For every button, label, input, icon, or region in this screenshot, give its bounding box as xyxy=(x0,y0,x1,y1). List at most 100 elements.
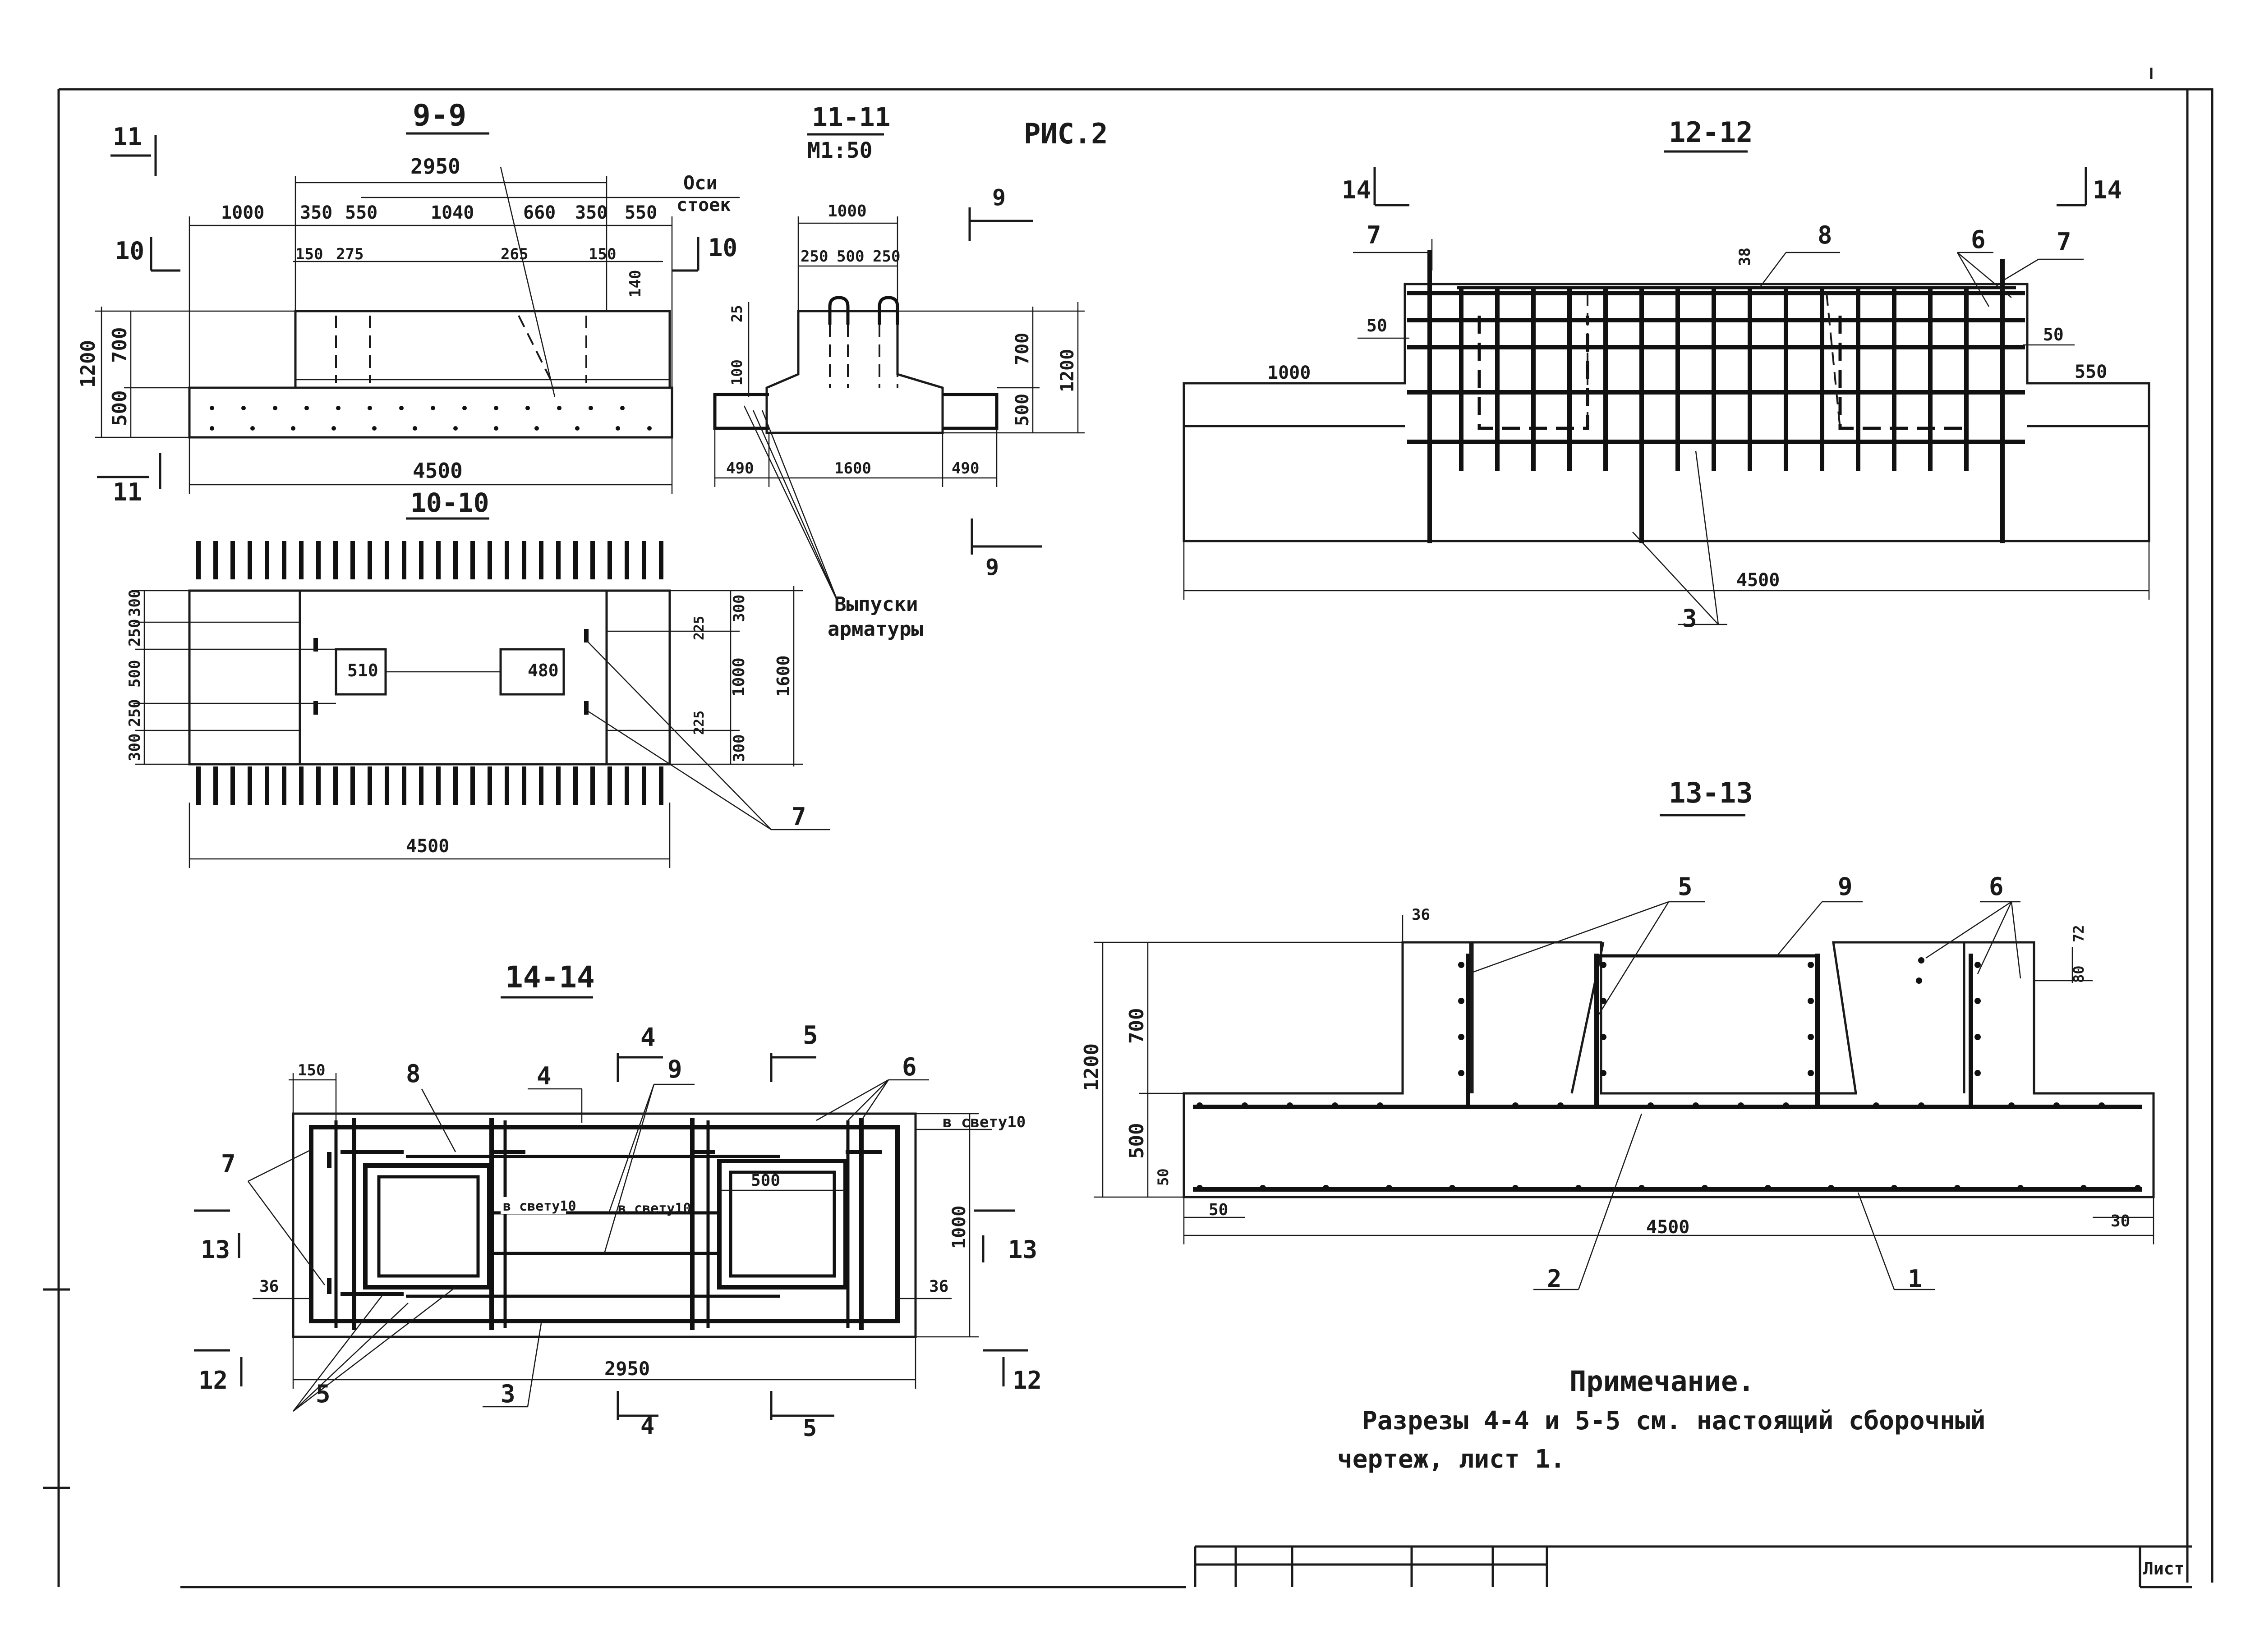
bottom-bars xyxy=(210,406,652,431)
title-block: Лист xyxy=(180,1545,2192,1588)
small-dim: 275 xyxy=(336,245,364,263)
small-dim: 30 xyxy=(2111,1212,2130,1230)
small-dim: 150 xyxy=(298,1061,325,1079)
chain-dim: 550 xyxy=(625,202,657,223)
left-dim: 500 xyxy=(126,660,144,688)
callout: 4 xyxy=(537,1062,552,1090)
height-dim: 1000 xyxy=(949,1206,970,1249)
callout: 3 xyxy=(501,1380,515,1408)
callout: 6 xyxy=(1971,225,1986,254)
cut-mark-label: 11 xyxy=(113,478,142,506)
section-14-14: 14-14 4 5 4 5 150 8 4 9 xyxy=(194,960,1042,1442)
chain-dim: 250 xyxy=(873,248,900,266)
cut-mark-label: 10 xyxy=(708,234,737,262)
note-heading: Примечание. xyxy=(1569,1365,1755,1398)
opening-dim: 480 xyxy=(528,661,559,680)
small-dim: 50 xyxy=(1367,316,1387,335)
chain-dim: 660 xyxy=(523,202,556,223)
small-dim: 150 xyxy=(295,245,323,263)
right-dim: 1000 xyxy=(730,657,748,697)
left-small: 25 xyxy=(728,305,746,322)
bottom-dim: 1600 xyxy=(834,459,871,477)
outlets-bottom xyxy=(196,766,663,805)
opening-dim: 510 xyxy=(347,661,378,680)
section-13-13: 13-13 xyxy=(1080,776,2155,1293)
callout: 1 xyxy=(1908,1265,1923,1293)
left-dim: 250 xyxy=(126,699,144,727)
small-dim: 50 xyxy=(1155,1168,1172,1186)
axes-label-2: стоек xyxy=(676,195,731,216)
left-small: 100 xyxy=(728,359,746,385)
small-dim: 265 xyxy=(501,245,528,263)
left-dim: 300 xyxy=(126,734,144,761)
plan-rebar xyxy=(309,1118,900,1330)
dim-top-1000: 1000 xyxy=(828,202,867,220)
cut-mark: 4 xyxy=(640,1413,654,1440)
cut-mark: 5 xyxy=(803,1415,817,1442)
chain-dim: 550 xyxy=(345,202,377,223)
clear-dim-right: в свету10 xyxy=(943,1113,1026,1131)
right-dim: 300 xyxy=(730,595,748,622)
bottom-dim: 490 xyxy=(726,459,754,477)
chain-dim: 1040 xyxy=(431,202,474,223)
section-title: 9-9 xyxy=(413,98,466,133)
small-dim: 50 xyxy=(1209,1201,1228,1219)
cut-mark-label: 10 xyxy=(115,237,144,265)
dim-bottom-4500: 4500 xyxy=(406,836,449,857)
section-title: 14-14 xyxy=(505,960,595,995)
chain-dim: 500 xyxy=(837,248,864,266)
height-total: 1600 xyxy=(773,655,793,697)
bottom-dim: 490 xyxy=(952,459,979,477)
rebar-note-2: арматуры xyxy=(828,618,923,641)
callout-3: 3 xyxy=(1682,604,1697,633)
dim-bottom-4500: 4500 xyxy=(1646,1217,1689,1238)
cut-mark-label: 9 xyxy=(985,554,999,580)
figure-label: РИС.2 xyxy=(1024,117,1108,150)
left-dim: 300 xyxy=(126,589,144,617)
dim-bottom-4500: 4500 xyxy=(413,459,463,483)
clear-dim: в свету10 xyxy=(503,1198,576,1214)
small-dim: 38 xyxy=(1736,248,1754,266)
side-mark: 12 xyxy=(1012,1366,1042,1395)
height-total: 1200 xyxy=(1080,1043,1103,1091)
small-dim: 140 xyxy=(626,270,644,298)
small-dim: 36 xyxy=(929,1277,948,1296)
small-dim: 36 xyxy=(259,1277,279,1296)
right-small: 225 xyxy=(691,711,707,735)
callout: 6 xyxy=(1989,872,2004,901)
cut-mark-label: 11 xyxy=(113,123,142,151)
rebar-note-1: Выпуски xyxy=(834,593,918,616)
height-500: 500 xyxy=(1125,1123,1148,1159)
height-700: 700 xyxy=(108,327,131,363)
small-dim: 80 xyxy=(2070,965,2087,983)
section-9-9: 9-9 11 11 10 10 xyxy=(77,98,740,506)
section-title: 11-11 xyxy=(812,102,891,133)
section-10-10: 10-10 510 480 300 250 500 250 300 xyxy=(126,487,830,868)
chain-dim: 1000 xyxy=(221,202,264,223)
dim-top-2950: 2950 xyxy=(410,154,460,179)
axes-label-1: Оси xyxy=(683,172,718,194)
small-dim: 36 xyxy=(1412,906,1430,924)
section-title: 13-13 xyxy=(1669,776,1753,809)
callout: 7 xyxy=(221,1150,236,1178)
callout: 8 xyxy=(406,1060,421,1088)
section-title: 12-12 xyxy=(1669,116,1753,149)
callout: 7 xyxy=(1367,221,1381,249)
note-line-2: чертеж, лист 1. xyxy=(1337,1445,1565,1474)
small-dim: 150 xyxy=(589,245,616,263)
section-11-11: 11-11 М1:50 1000 250 500 250 25 100 700 … xyxy=(713,102,1085,641)
small-dim: 72 xyxy=(2070,925,2087,942)
sheet-frame xyxy=(43,68,2214,1587)
small-dim: 50 xyxy=(2043,325,2064,344)
side-mark: 13 xyxy=(201,1235,230,1264)
height-total: 1200 xyxy=(1057,349,1078,392)
callout: 2 xyxy=(1547,1265,1562,1293)
clear-dim: в свету10 xyxy=(618,1201,691,1216)
right-dim: 300 xyxy=(730,734,748,762)
outlets-top xyxy=(196,541,663,579)
note-block: Примечание. Разрезы 4-4 и 5-5 см. настоя… xyxy=(1337,1365,1985,1474)
left-dim: 250 xyxy=(126,619,144,647)
section-title: 10-10 xyxy=(410,487,489,518)
cut-mark-label: 9 xyxy=(992,184,1006,211)
